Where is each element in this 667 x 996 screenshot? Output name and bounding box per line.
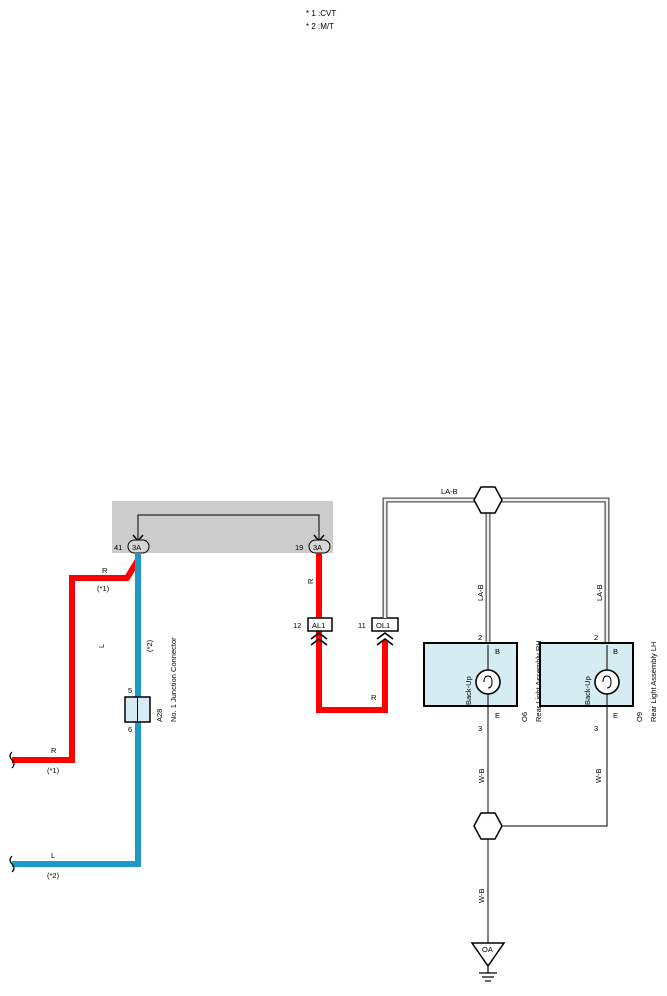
wire-w-b-ground-label: W-B: [477, 889, 486, 903]
junction-right-code: 3A: [313, 543, 322, 552]
junction-left-code: 3A: [132, 543, 141, 552]
lamp-lh-name: Rear Light Assembly LH: [649, 642, 658, 722]
wire-w-b-rh-label: W-B: [477, 769, 486, 783]
connector-a28-code: A28: [155, 709, 164, 722]
junction-right-pin: 19: [295, 543, 303, 552]
wire-red-right-bottom-label: R: [371, 693, 377, 702]
lamp-lh-label: Back-Up: [583, 676, 592, 705]
connector-al1-code: AL1: [312, 621, 325, 630]
wire-red-right-vertical-label: R: [306, 578, 315, 584]
lamp-lh-term-top: B: [613, 647, 618, 656]
wire-w-b-lh-label: W-B: [594, 769, 603, 783]
wire-la-b-rh-label: LA-B: [476, 584, 485, 601]
wire-blue-vertical-note: (*2): [145, 639, 154, 652]
crimp-connector-icon: [310, 632, 328, 646]
wire-blue-bottom-note: (*2): [47, 871, 60, 880]
lamp-rh-pin-bottom: 3: [478, 724, 482, 733]
lamp-rh-box: [423, 642, 518, 707]
wire-blue-vertical-label: L: [97, 644, 106, 648]
lamp-rh-label: Back-Up: [464, 676, 473, 705]
junction-left-pin: 41: [114, 543, 122, 552]
lamp-lh-code: O9: [635, 712, 644, 722]
lamp-rh-term-bottom: E: [495, 711, 500, 720]
connector-ol1-pin: 11: [358, 621, 366, 630]
lamp-lh-term-bottom: E: [613, 711, 618, 720]
connector-ol1-code: OL1: [376, 621, 390, 630]
note-cvt: * 1 :CVT: [306, 9, 336, 18]
wire-blue-bottom-label: L: [51, 851, 55, 860]
connector-a28-pin-bottom: 6: [128, 725, 132, 734]
lamp-lh-pin-top: 2: [594, 633, 598, 642]
wire-la-b-core: [383, 498, 609, 645]
ground-bars: [479, 966, 497, 982]
crimp-connector-icon: [376, 632, 394, 646]
wire-break-blue-icon: [9, 855, 15, 873]
connector-a28-pin-top: 5: [128, 686, 132, 695]
lamp-lh-pin-bottom: 3: [594, 724, 598, 733]
lamp-rh-code: O6: [520, 712, 529, 722]
wire-break-red-icon: [9, 751, 15, 769]
wire-red-bottom-note: (*1): [47, 766, 60, 775]
wire-la-b-lh-label: LA-B: [595, 584, 604, 601]
lamp-icon: [594, 669, 620, 695]
connector-al1: [307, 617, 333, 632]
wire-w-b: [487, 706, 608, 943]
connector-al1-pin: 12: [293, 621, 301, 630]
wire-red-bottom-label: R: [51, 746, 57, 755]
lamp-rh-name: Rear Light Assembly RH: [534, 640, 543, 722]
wire-la-b-top-label: LA-B: [441, 487, 458, 496]
wire-la-b-outline: [382, 497, 610, 645]
wire-red-top-note: (*1): [97, 584, 110, 593]
note-mt: * 2 :M/T: [306, 22, 334, 31]
wire-red-cvt: [12, 558, 141, 763]
connector-a28-name: No. 1 Junction Connector: [169, 637, 178, 722]
splice-top-icon: [473, 486, 503, 514]
lamp-rh-pin-top: 2: [478, 633, 482, 642]
wire-red-top-label: R: [102, 566, 108, 575]
ground-code: OA: [482, 945, 493, 954]
lamp-lh-box: [539, 642, 634, 707]
wire-blue-mt: [12, 553, 141, 867]
ground-icon: [470, 942, 506, 968]
junction-internal-line: [137, 514, 320, 541]
splice-bottom-icon: [473, 812, 503, 840]
lamp-rh-term-top: B: [495, 647, 500, 656]
lamp-icon: [475, 669, 501, 695]
